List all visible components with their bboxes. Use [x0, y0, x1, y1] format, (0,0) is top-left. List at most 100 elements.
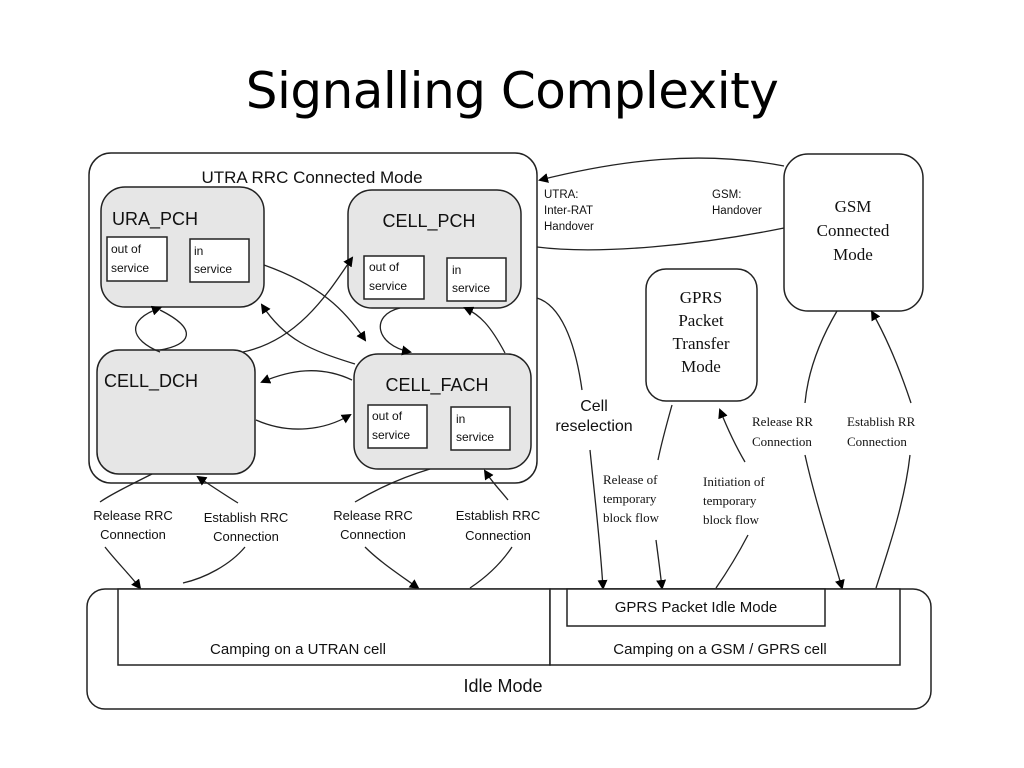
establish-rrc-2-label: Establish RRC Connection: [456, 508, 541, 543]
ura-pch-is-text2: service: [194, 262, 232, 276]
cell-pch-is-text1: in: [452, 263, 461, 277]
arrow-gsm-to-utra-handover: [538, 157, 785, 183]
state-cell-fach: CELL_FACH out of service in service: [353, 353, 532, 470]
cell-fach-in-service: [450, 406, 511, 451]
state-cell-dch: CELL_DCH: [96, 349, 256, 475]
arrow-initiation-tbf: [718, 408, 746, 463]
line-release-rrc-1-top: [99, 473, 153, 503]
cell-reselection-text1: Cell: [580, 398, 608, 415]
cell-reselection-link: [536, 297, 608, 590]
establish-rr-label: Establish RR Connection: [847, 414, 916, 449]
idle-mode-title: Idle Mode: [463, 676, 542, 696]
cell-dch-label: CELL_DCH: [104, 371, 198, 392]
line-establish-rr-bottom: [875, 454, 911, 589]
gprs-packet-idle-box: [566, 588, 826, 627]
gprs-transfer-text4: Mode: [681, 357, 721, 376]
arrow-fach-to-cellpch: [463, 306, 506, 354]
cell-fach-out-of-service: [367, 404, 428, 449]
establish-rr-text2: Connection: [847, 434, 907, 449]
utra-handover-label: UTRA: Inter-RAT Handover: [544, 189, 594, 233]
utra-handover-text2: Inter-RAT: [544, 205, 593, 217]
release-rrc-2-text1: Release RRC: [333, 508, 412, 523]
initiation-tbf-label: Initiation of temporary block flow: [703, 474, 765, 527]
gprs-packet-idle-label: GPRS Packet Idle Mode: [615, 599, 778, 616]
cell-reselection-label: Cell reselection: [555, 398, 632, 435]
ura-pch-in-service: [189, 238, 250, 283]
initiation-tbf-text1: Initiation of: [703, 474, 765, 489]
tbf-transitions: [655, 404, 749, 590]
release-tbf-label: Release of temporary block flow: [603, 472, 660, 525]
initiation-tbf-text2: temporary: [703, 493, 757, 508]
utra-handover-text1: UTRA:: [544, 189, 579, 201]
establish-rrc-1-text1: Establish RRC: [204, 510, 289, 525]
arrow-ura-to-fach: [263, 264, 367, 342]
cell-pch-is-text2: service: [452, 281, 490, 295]
utran-cell-label: Camping on a UTRAN cell: [210, 641, 386, 658]
line-release-tbf-top: [657, 404, 673, 461]
release-rrc-1-label: Release RRC Connection: [93, 508, 172, 542]
state-ura-pch: URA_PCH out of service in service: [100, 186, 265, 308]
idle-mode: GPRS Packet Idle Mode Camping on a UTRAN…: [86, 588, 932, 710]
ura-pch-is-text1: in: [194, 244, 203, 258]
cell-fach-label: CELL_FACH: [385, 375, 488, 396]
line-initiation-tbf-bottom: [715, 534, 749, 589]
release-rrc-1-text2: Connection: [100, 527, 166, 542]
state-cell-pch: CELL_PCH out of service in service: [347, 189, 522, 309]
release-rr-text1: Release RR: [752, 414, 813, 429]
release-tbf-text2: temporary: [603, 491, 657, 506]
arrow-release-rr: [804, 454, 845, 590]
line-utra-to-gsm-handover: [536, 227, 785, 251]
ura-pch-out-of-service: [106, 236, 168, 282]
release-rrc-2-text2: Connection: [340, 527, 406, 542]
handover-links: [536, 157, 785, 251]
line-cell-reselection-top: [536, 297, 583, 391]
cell-fach-is-text2: service: [456, 430, 494, 444]
arrow-release-rrc-2: [364, 546, 420, 590]
establish-rrc-2-text2: Connection: [465, 528, 531, 543]
gprs-transfer-text2: Packet: [678, 311, 724, 330]
gsm-connected-text1: GSM: [835, 197, 872, 216]
cell-fach-oos-text2: service: [372, 428, 410, 442]
gsm-connected-text3: Mode: [833, 245, 873, 264]
establish-rrc-2-text1: Establish RRC: [456, 508, 541, 523]
rrc-transitions: [99, 468, 513, 590]
release-tbf-text1: Release of: [603, 472, 658, 487]
arrow-establish-rrc-2: [483, 469, 509, 501]
initiation-tbf-text3: block flow: [703, 512, 760, 527]
gsm-cell-label: Camping on a GSM / GPRS cell: [613, 641, 826, 658]
cell-fach-is-text1: in: [456, 412, 465, 426]
ura-pch-oos-text1: out of: [111, 242, 142, 256]
arrow-release-rrc-1: [104, 546, 142, 590]
gprs-transfer-text3: Transfer: [673, 334, 730, 353]
arrow-establish-rrc-1: [196, 475, 239, 504]
gsm-connected-text2: Connected: [817, 221, 890, 240]
state-gsm-connected: GSM Connected Mode: [783, 153, 924, 312]
arrow-dch-to-fach: [255, 413, 352, 430]
arrow-cell-reselection: [589, 449, 608, 590]
release-rr-text2: Connection: [752, 434, 812, 449]
line-release-rrc-2-top: [354, 468, 431, 503]
ura-pch-oos-text2: service: [111, 261, 149, 275]
arrow-fach-to-dch: [260, 370, 353, 384]
line-establish-rrc-1-bottom: [182, 546, 246, 584]
establish-rr-text1: Establish RR: [847, 414, 916, 429]
state-gprs-packet-transfer: GPRS Packet Transfer Mode: [645, 268, 758, 402]
arrow-dch-to-ura: [134, 305, 162, 353]
gsm-handover-text1: GSM:: [712, 189, 741, 201]
establish-rrc-1-label: Establish RRC Connection: [204, 510, 289, 544]
cell-fach-oos-text1: out of: [372, 409, 403, 423]
arrow-fach-to-ura: [260, 303, 356, 365]
arrow-cellpch-to-fach: [379, 307, 412, 356]
utran-cell-box: [117, 588, 551, 666]
gsm-handover-text2: Handover: [712, 205, 762, 217]
release-rrc-2-label: Release RRC Connection: [333, 508, 412, 542]
utra-connected-title: UTRA RRC Connected Mode: [201, 168, 422, 187]
cell-pch-label: CELL_PCH: [382, 211, 475, 232]
release-rr-label: Release RR Connection: [752, 414, 813, 449]
arrow-release-tbf: [655, 539, 667, 590]
line-establish-rrc-2-bottom: [469, 546, 513, 589]
cell-pch-in-service: [446, 257, 507, 302]
arrow-dch-to-cellpch: [242, 256, 354, 353]
internal-transitions: [134, 256, 506, 430]
